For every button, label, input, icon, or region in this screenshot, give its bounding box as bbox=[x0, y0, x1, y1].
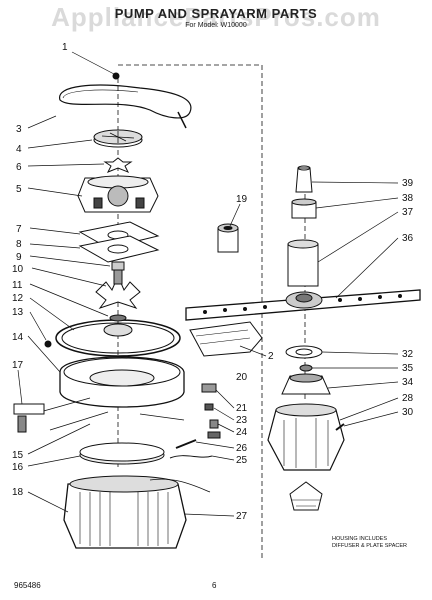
callout-35: 35 bbox=[402, 363, 414, 374]
part-4-impeller bbox=[93, 129, 143, 148]
part-38-nut bbox=[291, 198, 317, 219]
callout-11: 11 bbox=[12, 280, 23, 291]
part-26-screw bbox=[175, 439, 197, 449]
callout-38: 38 bbox=[402, 193, 414, 204]
part-37-tube bbox=[287, 239, 319, 287]
part-28-diffuser bbox=[267, 403, 345, 471]
part-18-motor bbox=[63, 475, 211, 549]
callout-39: 39 bbox=[402, 178, 414, 189]
callout-15: 15 bbox=[12, 450, 24, 461]
part-5-pump-housing bbox=[77, 175, 159, 213]
document-number: 965486 bbox=[14, 581, 41, 590]
callout-7: 7 bbox=[16, 224, 22, 235]
part-35-seal bbox=[299, 364, 313, 372]
page-number: 6 bbox=[212, 581, 217, 590]
callout-18: 18 bbox=[12, 487, 24, 498]
callout-26: 26 bbox=[236, 443, 248, 454]
part-3-hose bbox=[59, 72, 192, 129]
housing-note-line2: DIFFUSER & PLATE SPACER bbox=[332, 542, 407, 549]
part-34-housing bbox=[281, 373, 331, 395]
callout-20: 20 bbox=[236, 372, 248, 383]
callout-6: 6 bbox=[16, 162, 22, 173]
part-20-clamp bbox=[201, 383, 217, 393]
callout-23: 23 bbox=[236, 415, 248, 426]
callout-3: 3 bbox=[16, 124, 22, 135]
part-39-cap bbox=[295, 165, 313, 193]
part-filter-spacer bbox=[289, 481, 323, 511]
callout-27: 27 bbox=[236, 511, 248, 522]
callout-34: 34 bbox=[402, 377, 414, 388]
part-32-ring bbox=[285, 345, 323, 359]
callout-8: 8 bbox=[16, 239, 22, 250]
part-6-star-washer bbox=[103, 157, 133, 173]
callout-19: 19 bbox=[236, 194, 248, 205]
part-16-plate bbox=[79, 442, 165, 465]
callout-37: 37 bbox=[402, 207, 414, 218]
part-36-spray-arm bbox=[185, 289, 421, 321]
part-25-wire bbox=[169, 455, 213, 459]
part-2-manifold bbox=[189, 321, 263, 357]
part-15-sump bbox=[39, 340, 185, 431]
callout-5: 5 bbox=[16, 184, 22, 195]
callout-1: 1 bbox=[62, 42, 68, 53]
part-24-seal bbox=[207, 431, 221, 439]
guide-line-right bbox=[118, 64, 263, 560]
diagram-subtitle: For Model: W10000 bbox=[185, 22, 247, 29]
callout-30: 30 bbox=[402, 407, 414, 418]
callout-12: 12 bbox=[12, 293, 24, 304]
part-12-ring bbox=[55, 314, 181, 357]
part-19-bushing bbox=[217, 223, 239, 253]
callout-21: 21 bbox=[236, 403, 248, 414]
callout-13: 13 bbox=[12, 307, 24, 318]
callout-labels: 1 3 4 6 5 7 8 9 10 11 12 13 14 17 15 16 … bbox=[12, 42, 414, 522]
callout-4: 4 bbox=[16, 144, 22, 155]
part-23-screw bbox=[209, 419, 219, 429]
part-8-gasket bbox=[78, 235, 160, 263]
housing-note-line1: HOUSING INCLUDES bbox=[332, 536, 388, 542]
callout-28: 28 bbox=[402, 393, 414, 404]
callout-36: 36 bbox=[402, 233, 414, 244]
callout-9: 9 bbox=[16, 252, 22, 263]
callout-14: 14 bbox=[12, 332, 24, 343]
watermark: AppliancePartsPros.com bbox=[51, 2, 381, 32]
callout-24: 24 bbox=[236, 427, 248, 438]
part-21-clip bbox=[204, 403, 214, 411]
housing-note: HOUSING INCLUDES DIFFUSER & PLATE SPACER bbox=[332, 536, 407, 549]
part-9-seal bbox=[111, 261, 125, 271]
callout-32: 32 bbox=[402, 349, 414, 360]
callout-2: 2 bbox=[268, 351, 274, 362]
diagram-title: PUMP AND SPRAYARM PARTS bbox=[114, 6, 318, 21]
callout-10: 10 bbox=[12, 264, 24, 275]
part-10-chopper bbox=[95, 269, 141, 309]
callout-25: 25 bbox=[236, 455, 248, 466]
callout-16: 16 bbox=[12, 462, 24, 473]
callout-17: 17 bbox=[12, 360, 24, 371]
part-30-screw bbox=[335, 423, 345, 431]
part-17-bracket bbox=[13, 403, 45, 433]
